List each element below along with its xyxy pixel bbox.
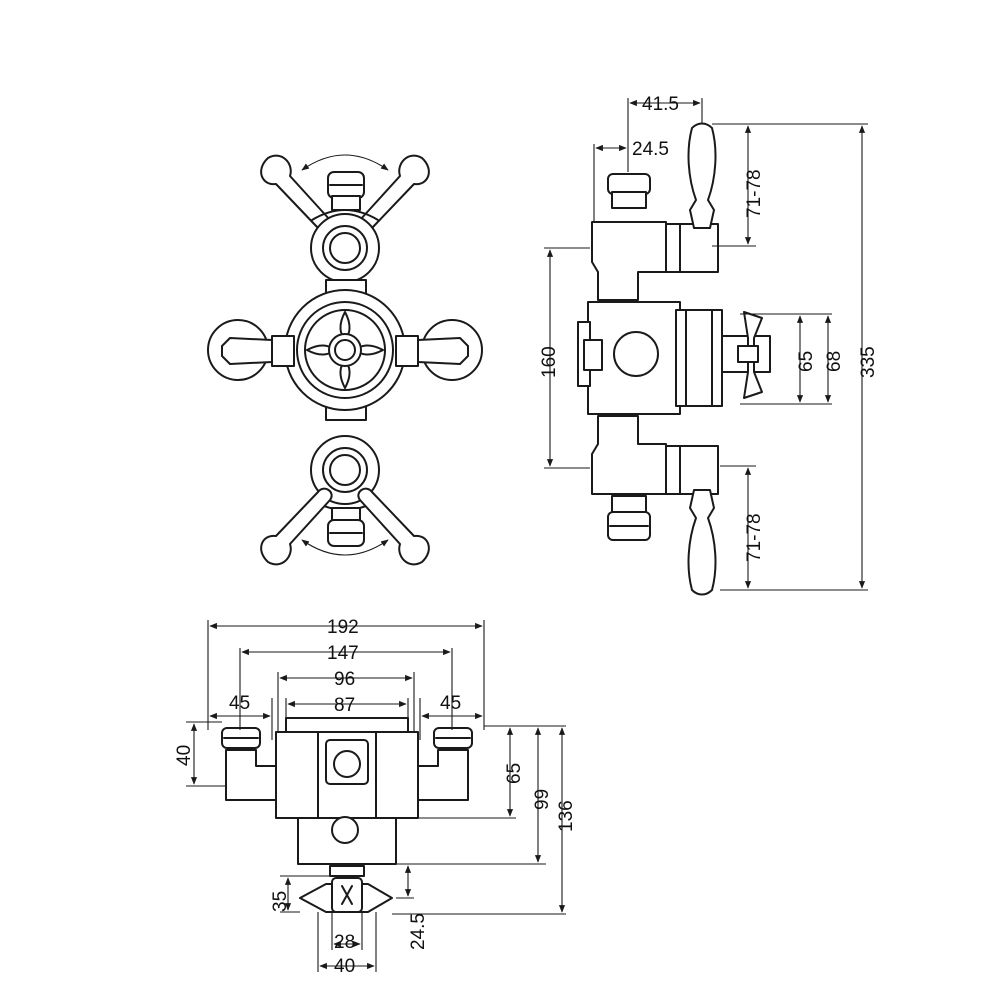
dim-335: 335 <box>858 346 879 378</box>
dim-147: 147 <box>327 643 359 664</box>
dim-41-5: 41.5 <box>642 94 679 115</box>
dim-192: 192 <box>327 617 359 638</box>
dim-99-plan: 99 <box>532 789 553 810</box>
side-view: 41.5 24.5 71-78 160 65 68 335 71-78 <box>539 94 879 596</box>
dim-96: 96 <box>334 669 355 690</box>
bottom-cross-handle <box>260 435 430 566</box>
dim-71-78-bottom: 71-78 <box>744 513 765 562</box>
plan-view: 192 147 96 87 45 45 40 65 <box>174 617 577 977</box>
dim-45-right: 45 <box>440 693 461 714</box>
dim-40-bottom: 40 <box>334 956 355 977</box>
dim-40-left: 40 <box>174 745 195 766</box>
dim-136-plan: 136 <box>556 800 577 832</box>
dim-68-side: 68 <box>824 351 845 372</box>
dim-24-5-plan: 24.5 <box>408 913 429 950</box>
top-cross-handle <box>260 154 430 283</box>
rotation-arc-bottom <box>301 539 389 556</box>
dim-35-plan: 35 <box>270 891 291 912</box>
dim-65-side: 65 <box>796 351 817 372</box>
dim-24-5: 24.5 <box>632 139 669 160</box>
dim-160: 160 <box>539 346 560 378</box>
rotation-arc-top <box>301 154 389 171</box>
central-valve <box>207 279 483 421</box>
dim-65-plan: 65 <box>504 763 525 784</box>
front-view <box>207 154 483 566</box>
dim-28-plan: 28 <box>334 932 355 953</box>
dim-87: 87 <box>334 695 355 716</box>
dim-71-78-top: 71-78 <box>744 169 765 218</box>
dim-45-left: 45 <box>229 693 250 714</box>
